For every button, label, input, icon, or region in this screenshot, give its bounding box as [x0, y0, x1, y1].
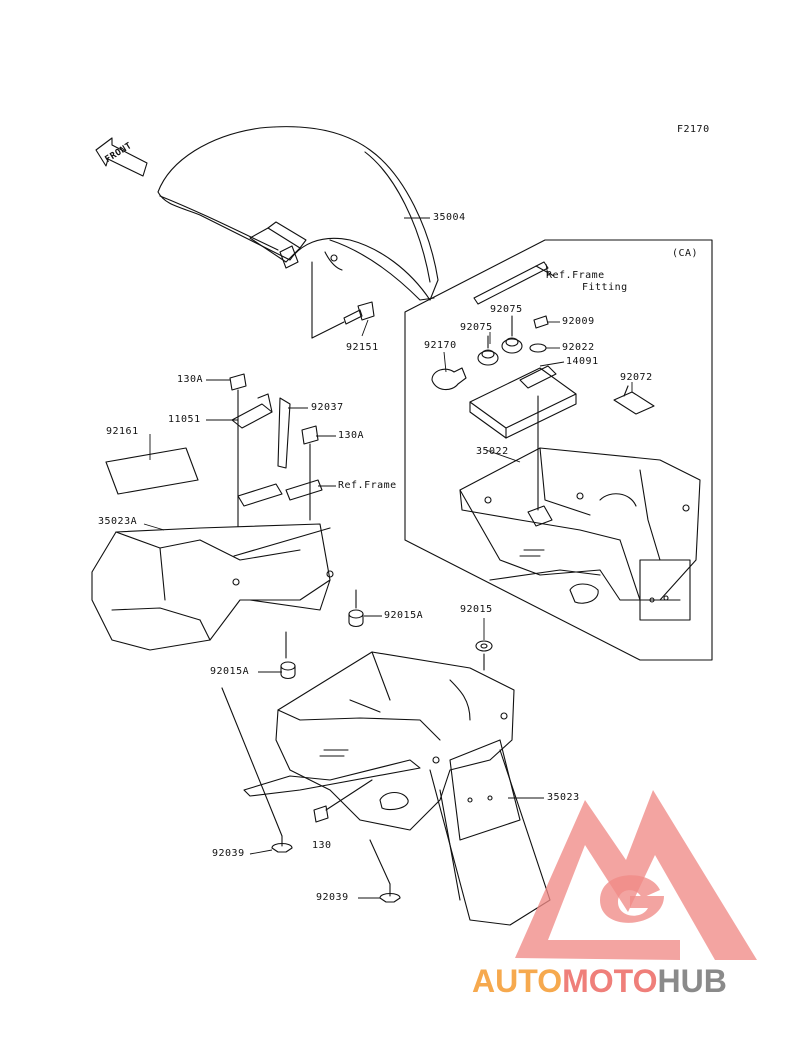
rear-fender-35023 — [243, 651, 551, 926]
label-ca-92075-1: 92075 — [490, 304, 523, 315]
label-130A-2: 130A — [338, 430, 365, 441]
bracket-14091 — [469, 365, 577, 439]
label-ca-92022: 92022 — [562, 342, 595, 353]
label-92015: 92015 — [460, 604, 493, 615]
label-92015A-1: 92015A — [384, 610, 424, 621]
front-arrow-icon — [95, 137, 148, 177]
label-ca-92009: 92009 — [562, 316, 595, 327]
label-92161: 92161 — [106, 426, 139, 437]
label-92015A-2: 92015A — [210, 666, 250, 677]
label-ca-35022: 35022 — [476, 446, 509, 457]
label-92037: 92037 — [311, 402, 344, 413]
label-ca-92170: 92170 — [424, 340, 457, 351]
label-ca-14091: 14091 — [566, 356, 599, 367]
label-ref-frame: Ref.Frame — [338, 480, 397, 491]
brand-hub: HUB — [657, 963, 727, 999]
label-35023A: 35023A — [98, 516, 138, 527]
front-fender — [157, 126, 439, 301]
label-92151: 92151 — [346, 342, 379, 353]
bolt-92151 — [311, 261, 375, 339]
brand-auto: AUTO — [472, 963, 563, 999]
figure-code: F2170 — [677, 124, 710, 135]
label-130: 130 — [312, 840, 332, 851]
ca-box — [404, 239, 713, 661]
brand-moto: MOTO — [562, 963, 658, 999]
automotohub-logo — [515, 790, 757, 960]
grommet-92075 — [477, 315, 523, 366]
automotohub-wordmark: AUTOMOTOHUB — [472, 963, 727, 1000]
inner-fender-35023A — [91, 523, 334, 651]
label-ca-92072: 92072 — [620, 372, 653, 383]
label-ca-92075-2: 92075 — [460, 322, 493, 333]
label-11051: 11051 — [168, 414, 201, 425]
rear-fender-35022 — [459, 395, 701, 621]
label-92039-2: 92039 — [316, 892, 349, 903]
label-ca-fitting: Fitting — [582, 282, 628, 293]
label-35004: 35004 — [433, 212, 466, 223]
label-130A-1: 130A — [177, 374, 204, 385]
label-35023: 35023 — [547, 792, 580, 803]
label-ca-ref-frame: Ref.Frame — [546, 270, 605, 281]
label-92039-1: 92039 — [212, 848, 245, 859]
ca-region-label: (CA) — [672, 248, 699, 259]
